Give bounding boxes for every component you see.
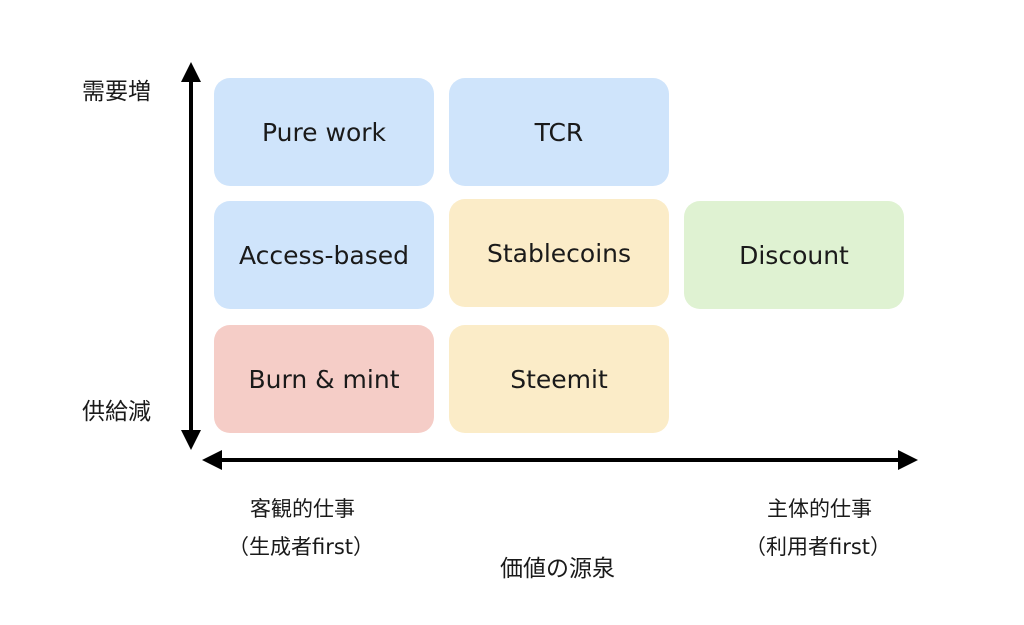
x-axis-left-label-line1: 客観的仕事: [250, 497, 355, 521]
x-axis-left-label-line2: （生成者first）: [228, 535, 375, 559]
box-stablecoins: Stablecoins: [449, 199, 669, 307]
box-steemit: Steemit: [449, 325, 669, 433]
y-axis-bottom-label: 供給減: [82, 399, 151, 425]
box-discount: Discount: [684, 201, 904, 309]
y-axis-top-label: 需要増: [82, 79, 151, 105]
box-pure-work: Pure work: [214, 78, 434, 186]
box-burn-mint: Burn & mint: [214, 325, 434, 433]
box-tcr: TCR: [449, 78, 669, 186]
x-axis-title: 価値の源泉: [500, 556, 615, 582]
x-axis-right-label-line2: （利用者first）: [745, 535, 892, 559]
x-axis-right-label-line1: 主体的仕事: [767, 497, 872, 521]
box-access-based: Access-based: [214, 201, 434, 309]
